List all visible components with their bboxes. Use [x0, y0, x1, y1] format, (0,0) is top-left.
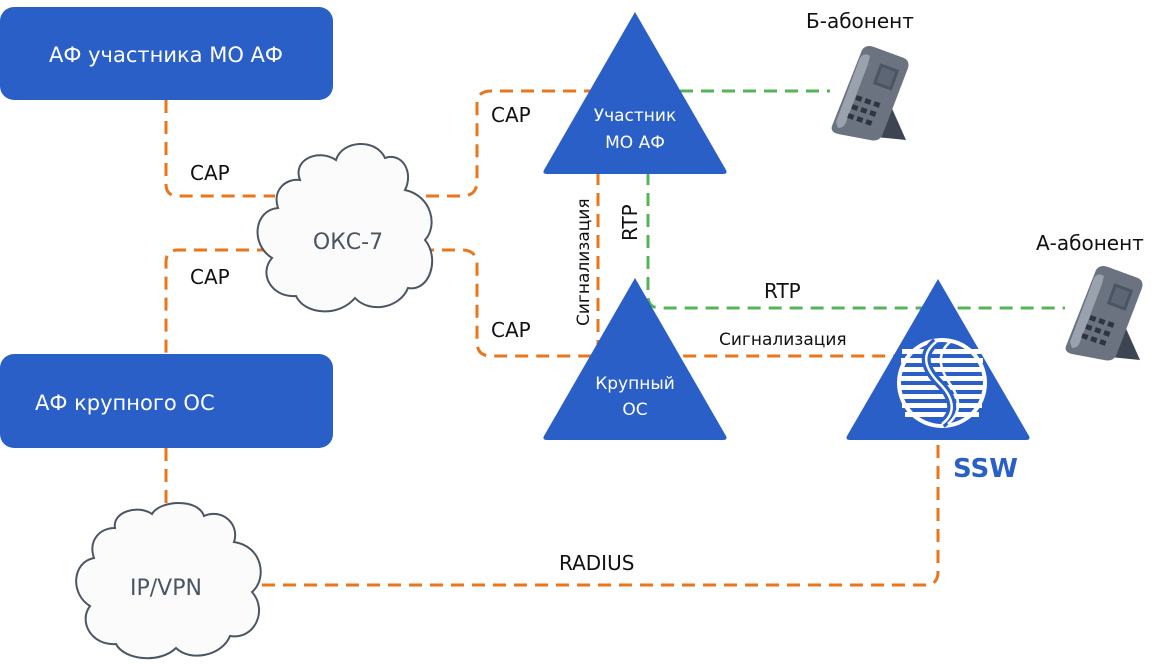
label-signaling-vertical: Сигнализация [574, 198, 594, 326]
node-mo-participant-label-1: Участник [594, 106, 677, 126]
node-ssw-label: SSW [953, 454, 1018, 484]
link-rtp-to-a-subscriber [646, 172, 1065, 310]
desk-phone-icon [1065, 266, 1143, 361]
link-cap-oks7-to-mo-participant [405, 89, 590, 198]
label-radius: RADIUS [559, 551, 634, 575]
cloud-icon [75, 502, 262, 660]
node-af-large-os-label: АФ крупного ОС [35, 391, 215, 415]
b-subscriber-label: Б-абонент [806, 9, 914, 33]
b-subscriber[interactable]: Б-абонент [806, 9, 914, 141]
node-mo-participant[interactable]: Участник МО АФ [543, 12, 727, 174]
label-signaling-horizontal: Сигнализация [719, 330, 847, 350]
node-ipvpn-cloud[interactable]: IP/VPN [75, 502, 262, 660]
label-cap-bottom-right: CAP [491, 318, 531, 342]
node-large-os[interactable]: Крупный ОС [543, 278, 727, 440]
node-ssw[interactable] [846, 279, 1030, 440]
node-large-os-label-2: ОС [622, 400, 647, 420]
node-ipvpn-label: IP/VPN [130, 576, 202, 601]
link-cap-af-mo-to-oks7 [164, 100, 275, 198]
label-rtp-horizontal: RTP [764, 279, 801, 303]
node-af-mo-participant-label: АФ участника МО АФ [49, 43, 283, 67]
node-oks7-label: ОКС-7 [313, 230, 383, 255]
label-cap-bottom-left: CAP [190, 265, 230, 289]
node-large-os-label-1: Крупный [595, 374, 675, 394]
a-subscriber-label: А-абонент [1036, 231, 1144, 255]
link-radius [262, 440, 940, 587]
node-oks7-cloud[interactable]: ОКС-7 [256, 143, 434, 313]
node-af-large-os[interactable]: АФ крупного ОС [0, 354, 333, 448]
node-mo-participant-label-2: МО АФ [605, 133, 665, 153]
cloud-icon [256, 143, 434, 313]
a-subscriber[interactable]: А-абонент [1036, 231, 1144, 361]
label-rtp-vertical: RTP [618, 204, 642, 241]
label-cap-top-right: CAP [491, 103, 531, 127]
desk-phone-icon [831, 46, 909, 141]
link-cap-oks7-to-large-os [400, 248, 895, 358]
link-cap-oks7-to-af-large-os [164, 248, 270, 355]
softswitch-logo-icon [897, 338, 987, 428]
node-af-mo-participant[interactable]: АФ участника МО АФ [0, 7, 333, 100]
label-cap-top-left: CAP [190, 161, 230, 185]
